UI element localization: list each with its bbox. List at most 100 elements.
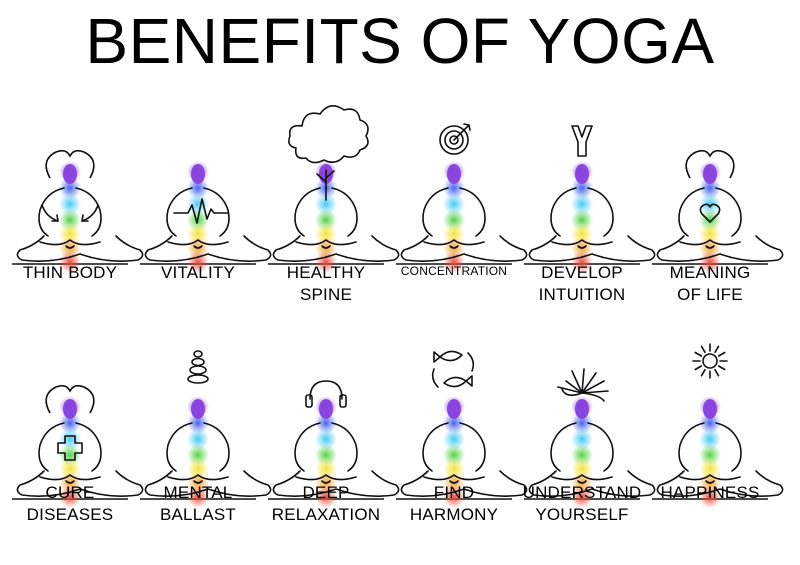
benefit-label: DEVELOP INTUITION: [512, 262, 652, 306]
sun-icon: [692, 343, 728, 379]
meditating-figure: [528, 164, 656, 262]
benefit-card: MEANING OF LIFE: [646, 110, 784, 330]
yoga-figure: [652, 149, 784, 273]
heartbeat-icon: [173, 198, 229, 224]
chakra-glow: [59, 486, 81, 508]
chakra-glow: [443, 486, 465, 508]
benefit-label-line1: HEALTHY: [286, 263, 366, 282]
benefit-label-line1: DEVELOP: [541, 263, 623, 282]
meditating-figure: [400, 164, 528, 262]
yoga-figure: [140, 350, 272, 508]
chakra-glow: [443, 193, 465, 215]
chakra-glow: [315, 412, 337, 434]
meditating-figure: [272, 399, 400, 497]
benefit-label-line1: THIN BODY: [22, 263, 118, 282]
chakra-glow: [59, 251, 81, 273]
benefit-label: HAPPINESS: [640, 482, 780, 504]
yoga-figure: [140, 161, 272, 273]
benefit-card: HAPPINESS: [646, 343, 784, 565]
benefit-label-line2: BALLAST: [159, 505, 237, 524]
meditating-figure: [16, 164, 144, 262]
meditating-figure: [144, 164, 272, 262]
benefit-card: THIN BODY: [6, 110, 144, 330]
chakra-glow: [315, 193, 337, 215]
chakra-glow: [315, 428, 337, 450]
benefit-card: HEALTHY SPINE: [262, 105, 400, 330]
meditating-figure: [400, 399, 528, 497]
yoga-figure: [12, 149, 144, 273]
meditating-figure: [144, 399, 272, 497]
chakra-glow: [187, 486, 209, 508]
chakra-glow: [571, 177, 593, 199]
benefit-card: CONCENTRATION: [390, 110, 528, 330]
chakra-glow: [699, 412, 721, 434]
chakra-glow: [187, 428, 209, 450]
benefit-label: CONCENTRATION: [384, 262, 524, 280]
chakra-glow: [315, 486, 337, 508]
stones-icon: [187, 350, 209, 384]
chakra-glow: [315, 251, 337, 273]
yoga-figure: [396, 350, 528, 508]
benefit-label-line2: OF LIFE: [677, 285, 743, 304]
benefit-label: THIN BODY: [0, 262, 140, 284]
benefit-label-line1: DEEP: [302, 483, 350, 502]
headphones-icon: [305, 380, 347, 408]
chakra-glow: [699, 486, 721, 508]
yoga-figure: [268, 105, 400, 273]
y-symbol-icon: [571, 125, 593, 157]
chakra-glow: [59, 412, 81, 434]
arrows-out-icon: [557, 368, 609, 402]
benefit-card: DEEP RELAXATION: [262, 345, 400, 565]
benefit-label-line2: YOURSELF: [535, 505, 629, 524]
heart-icon: [699, 203, 721, 223]
benefit-label-line1: CONCENTRATION: [400, 264, 508, 278]
benefit-label: VITALITY: [128, 262, 268, 284]
benefit-label-line1: MENTAL: [163, 483, 233, 502]
chakra-glow: [59, 193, 81, 215]
chakra-glow: [59, 177, 81, 199]
chakra-glow: [571, 428, 593, 450]
benefit-label-line2: SPINE: [299, 285, 353, 304]
chakra-glow: [187, 412, 209, 434]
benefit-label-line1: MEANING: [669, 263, 751, 282]
chakra-glow: [187, 251, 209, 273]
chakra-glow: [571, 193, 593, 215]
benefit-card: FIND HARMONY: [390, 345, 528, 565]
meditating-figure: [16, 399, 144, 497]
fish-icon: [431, 350, 475, 388]
chakra-glow: [443, 428, 465, 450]
benefit-card: VITALITY: [134, 110, 272, 330]
benefit-label: MENTAL BALLAST: [128, 482, 268, 526]
benefit-label-line1: CURE: [45, 483, 95, 502]
chakra-glow: [571, 412, 593, 434]
cross-icon: [57, 435, 83, 461]
benefit-label: DEEP RELAXATION: [256, 482, 396, 526]
chakra-glow: [571, 486, 593, 508]
arrows-inward-icon: [41, 204, 99, 222]
benefit-label-line1: FIND: [433, 483, 475, 502]
chakra-glow: [699, 177, 721, 199]
benefit-label: FIND HARMONY: [384, 482, 524, 526]
chakra-glow: [443, 177, 465, 199]
benefit-card: MENTAL BALLAST: [134, 345, 272, 565]
yoga-figure: [652, 343, 784, 508]
chakra-glow: [699, 193, 721, 215]
meditating-figure: [656, 399, 784, 497]
chakra-glow: [699, 251, 721, 273]
benefit-label: MEANING OF LIFE: [640, 262, 780, 306]
benefit-label-line2: HARMONY: [409, 505, 499, 524]
page-title: BENEFITS OF YOGA: [85, 5, 715, 77]
benefit-label-line2: RELAXATION: [271, 505, 381, 524]
chakra-glow: [443, 251, 465, 273]
benefit-label-line2: INTUITION: [538, 285, 626, 304]
yoga-figure: [268, 380, 400, 508]
benefit-label-line1: VITALITY: [160, 263, 236, 282]
benefit-label-line1: HAPPINESS: [660, 483, 760, 502]
hair-outline: [685, 149, 735, 179]
yoga-figure: [12, 384, 144, 508]
yoga-figure: [524, 368, 656, 508]
